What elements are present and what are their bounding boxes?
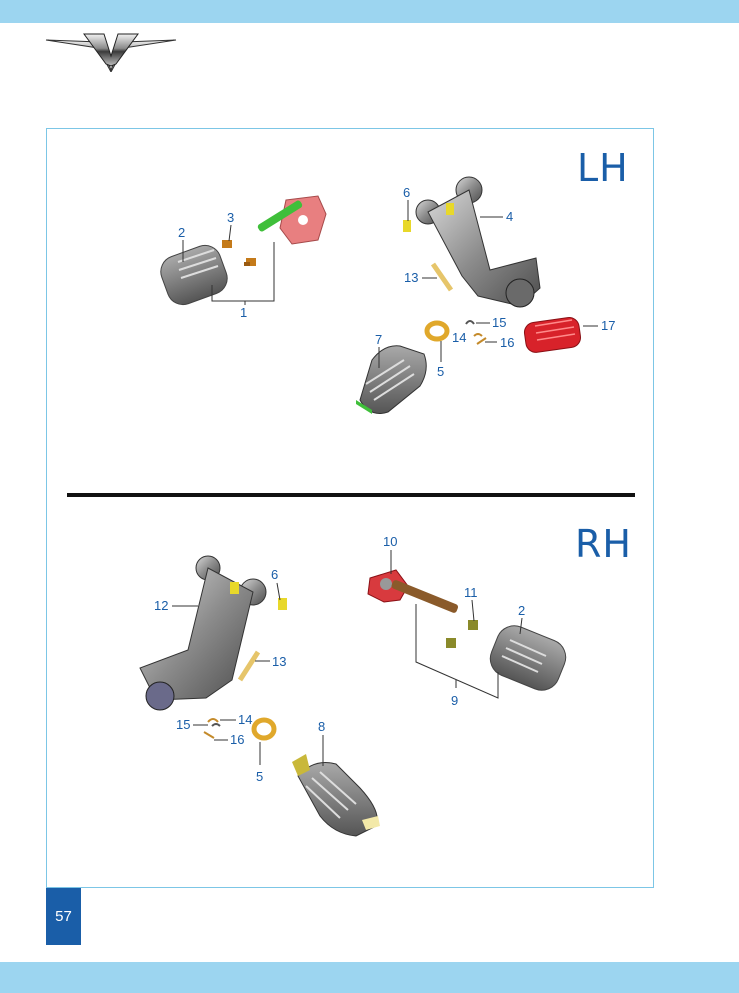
rh-bolt-6-part (278, 598, 287, 610)
callout-lh-17: 17 (601, 318, 615, 333)
rh-footpeg-part (489, 625, 567, 691)
top-band (0, 0, 739, 23)
lh-rubber-insert-part (523, 317, 582, 353)
rh-pin-part (237, 650, 261, 682)
callout-lh-7: 7 (375, 332, 382, 347)
lh-assembly (160, 176, 582, 414)
callout-lh-1: 1 (240, 305, 247, 320)
section-label-rh: RH (575, 522, 632, 566)
lh-washer-part (424, 320, 450, 342)
callout-lh-15: 15 (492, 315, 506, 330)
callout-rh-12: 12 (154, 598, 168, 613)
bottom-band (0, 962, 739, 993)
lh-clip-parts (465, 320, 487, 345)
callout-rh-11: 11 (464, 585, 478, 600)
rh-footpeg-bracket-part (139, 555, 267, 711)
lh-passenger-footpeg-part (356, 345, 427, 414)
lh-pin-part (430, 262, 454, 292)
callout-lh-3: 3 (227, 210, 234, 225)
page-number-badge: 57 (46, 888, 81, 945)
callout-lh-6: 6 (403, 185, 410, 200)
rh-callouts: 10 6 12 11 2 13 9 14 15 16 8 5 (154, 534, 525, 784)
lh-callouts: 2 3 1 6 4 13 15 14 16 17 7 5 (178, 185, 615, 379)
rh-assembly (139, 555, 567, 837)
callout-rh-2: 2 (518, 603, 525, 618)
lh-footpeg-bracket-part (415, 176, 541, 308)
rh-washer-part (251, 717, 277, 741)
section-divider (67, 493, 635, 497)
callout-rh-13: 13 (272, 654, 286, 669)
chevron-v-logo-icon (45, 33, 177, 72)
diagram-frame (46, 128, 654, 888)
callout-rh-9: 9 (451, 693, 458, 708)
callout-rh-10: 10 (383, 534, 397, 549)
callout-rh-6: 6 (271, 567, 278, 582)
callout-rh-5: 5 (256, 769, 263, 784)
rh-bolt-part (446, 620, 478, 648)
callout-rh-8: 8 (318, 719, 325, 734)
callout-rh-16: 16 (230, 732, 244, 747)
rh-mount-bracket-part (367, 569, 459, 613)
rh-passenger-footpeg-part (292, 754, 380, 837)
lh-bolt-6-part (403, 220, 411, 232)
lh-mount-bracket-part (257, 195, 327, 245)
callout-lh-14: 14 (452, 330, 466, 345)
callout-rh-15: 15 (176, 717, 190, 732)
callout-lh-16: 16 (500, 335, 514, 350)
callout-lh-13: 13 (404, 270, 418, 285)
lh-footpeg-part (160, 244, 228, 306)
callout-lh-4: 4 (506, 209, 513, 224)
section-label-lh: LH (577, 146, 629, 190)
rh-clip-parts (203, 718, 221, 739)
callout-lh-2: 2 (178, 225, 185, 240)
lh-bolt-part (222, 240, 256, 266)
callout-rh-14: 14 (238, 712, 252, 727)
callout-lh-5: 5 (437, 364, 444, 379)
